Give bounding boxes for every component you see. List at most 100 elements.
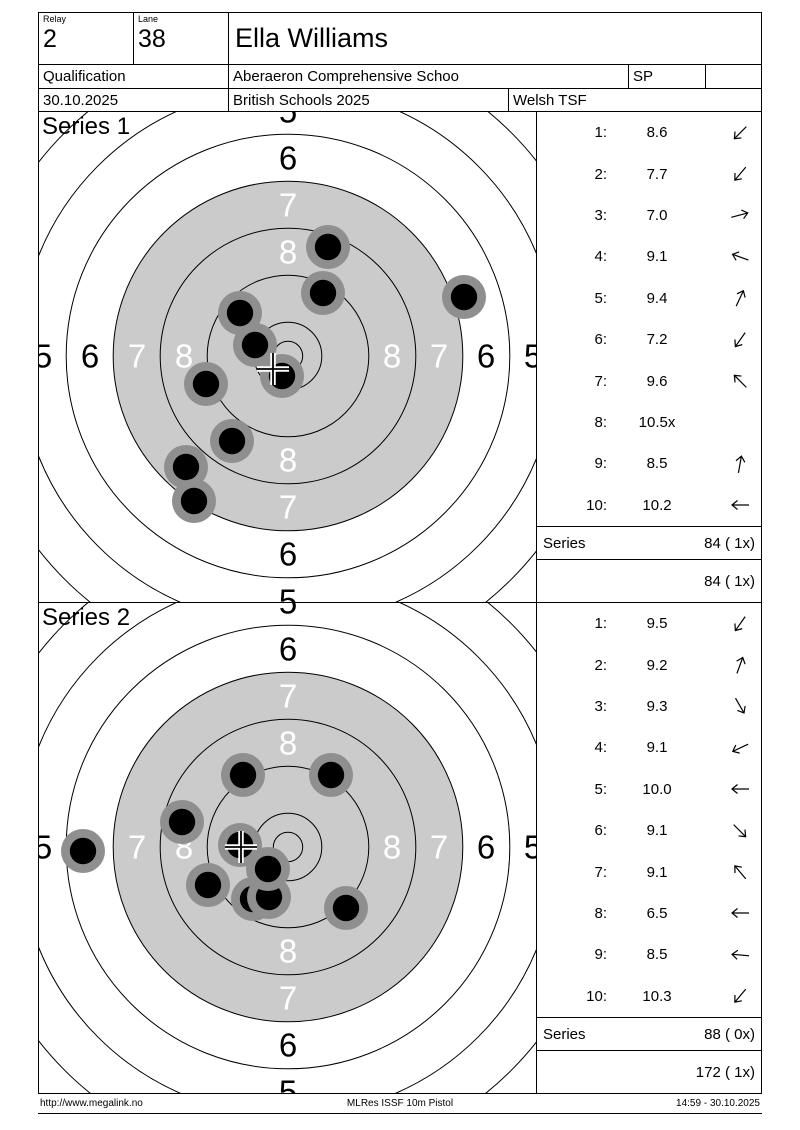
- shot-value: 10.0: [642, 780, 672, 798]
- shot-number: 10:: [586, 987, 607, 1005]
- score-row: 9:8.5: [537, 934, 761, 975]
- direction-arrow-icon: [734, 865, 747, 880]
- running-total-value: 172 ( 1x): [695, 1063, 755, 1081]
- direction-arrow-icon: [731, 743, 749, 754]
- relay-value: 2: [43, 25, 57, 53]
- shot-direction-arrow: [707, 900, 761, 926]
- ring-number: 5: [524, 338, 536, 375]
- federation-name: Welsh TSF: [513, 91, 587, 109]
- score-row: 10: 10.3: [537, 976, 761, 1017]
- series-1-section: 8888777766665555 Series 1 1:8.62:7.73:7.…: [38, 112, 762, 603]
- ring-number: 5: [39, 338, 52, 375]
- shot-number: 6:: [594, 822, 607, 840]
- ring-number: 5: [279, 583, 297, 603]
- ring-number: 7: [128, 829, 146, 866]
- score-row: 9:8.5: [537, 443, 761, 484]
- score-row: 8:6.5: [537, 893, 761, 934]
- footer-url: http://www.megalink.no: [40, 1098, 143, 1109]
- shot-value: 10.3: [642, 987, 672, 1005]
- shot-direction-arrow: [707, 735, 761, 761]
- shot-value: 9.2: [646, 656, 668, 674]
- shot-direction-arrow: [707, 368, 761, 394]
- shot-direction-arrow: [707, 652, 761, 678]
- shot-value: 9.1: [646, 739, 668, 757]
- target: 8888777766665555: [39, 603, 536, 1093]
- shot-direction-arrow: [707, 120, 761, 146]
- shot-value: 9.1: [646, 822, 668, 840]
- shot-number: 3:: [594, 206, 607, 224]
- ring-number: 7: [279, 980, 297, 1017]
- shot-hole: [186, 863, 230, 907]
- ring-number: 8: [175, 338, 193, 375]
- score-row: 4:9.1: [537, 727, 761, 768]
- shot-number: 1:: [594, 124, 607, 142]
- series-title: Series 2: [42, 604, 131, 631]
- series-sum-value: 88 ( 0x): [704, 1025, 755, 1043]
- ring-number: 6: [477, 338, 495, 375]
- shot-value: 8.5: [646, 946, 668, 964]
- direction-arrow-icon: [734, 331, 746, 347]
- series-sum-label: Series: [543, 534, 586, 552]
- class-code: SP: [629, 65, 706, 88]
- shot-number: 10:: [586, 496, 607, 514]
- direction-arrow-icon: [734, 166, 747, 181]
- shot-number: 3:: [594, 697, 607, 715]
- target: 8888777766665555: [39, 112, 536, 602]
- shot-direction-arrow: [707, 983, 761, 1009]
- date: 30.10.2025: [39, 89, 229, 111]
- shot-number: 8:: [594, 413, 607, 431]
- mpi-cross: [225, 831, 257, 863]
- shot-number: 1:: [594, 615, 607, 633]
- shot-value: 9.4: [646, 289, 668, 307]
- shot-hole: [301, 271, 345, 315]
- score-row: 5: 10.0: [537, 769, 761, 810]
- direction-arrow-icon: [731, 784, 749, 795]
- ring-number: 8: [279, 234, 297, 271]
- shot-direction-arrow: [707, 244, 761, 270]
- score-row: 2: 7.7: [537, 153, 761, 194]
- score-row: 6: 9.1: [537, 810, 761, 851]
- shot-hole: [221, 753, 265, 797]
- direction-arrow-icon: [731, 949, 750, 960]
- shot-direction-arrow: [707, 327, 761, 353]
- shot-number: 6:: [594, 331, 607, 349]
- ring-number: 5: [279, 603, 297, 621]
- ring-number: 7: [279, 187, 297, 224]
- score-row: 1: 8.6: [537, 112, 761, 153]
- shot-hole: [324, 886, 368, 930]
- shot-value: 7.7: [646, 165, 668, 183]
- score-row: 1: 9.5: [537, 603, 761, 644]
- header-empty-cell: [706, 65, 761, 88]
- shot-value: 8.6: [646, 124, 668, 142]
- score-row: 8:10.5x: [537, 402, 761, 443]
- shot-value: 9.1: [646, 863, 668, 881]
- shot-hole: [210, 419, 254, 463]
- shot-number: 2:: [594, 656, 607, 674]
- shot-value: 9.5: [646, 615, 668, 633]
- ring-number: 5: [279, 1074, 297, 1094]
- shot-value: 10.2: [642, 496, 672, 514]
- direction-arrow-icon: [733, 374, 747, 388]
- shot-number: 2:: [594, 165, 607, 183]
- direction-arrow-icon: [734, 698, 746, 715]
- shot-number: 8:: [594, 904, 607, 922]
- ring-number: 5: [524, 829, 536, 866]
- ring-number: 8: [279, 442, 297, 479]
- series-title: Series 1: [42, 113, 131, 140]
- ring-number: 8: [279, 933, 297, 970]
- shot-hole: [233, 323, 277, 367]
- ring-number: 8: [383, 829, 401, 866]
- score-row: 3:7.0: [537, 195, 761, 236]
- series-sum-row: Series 88 ( 0x): [537, 1017, 761, 1050]
- shot-direction-arrow: [707, 202, 761, 228]
- shot-direction-arrow: [707, 161, 761, 187]
- direction-arrow-icon: [735, 455, 746, 473]
- target-area: 8888777766665555 Series 2: [39, 603, 536, 1093]
- shot-direction-arrow: [707, 492, 761, 518]
- club-name: Aberaeron Comprehensive Schoo: [229, 65, 629, 88]
- ring-number: 7: [430, 829, 448, 866]
- ring-number: 7: [430, 338, 448, 375]
- shot-number: 5:: [594, 780, 607, 798]
